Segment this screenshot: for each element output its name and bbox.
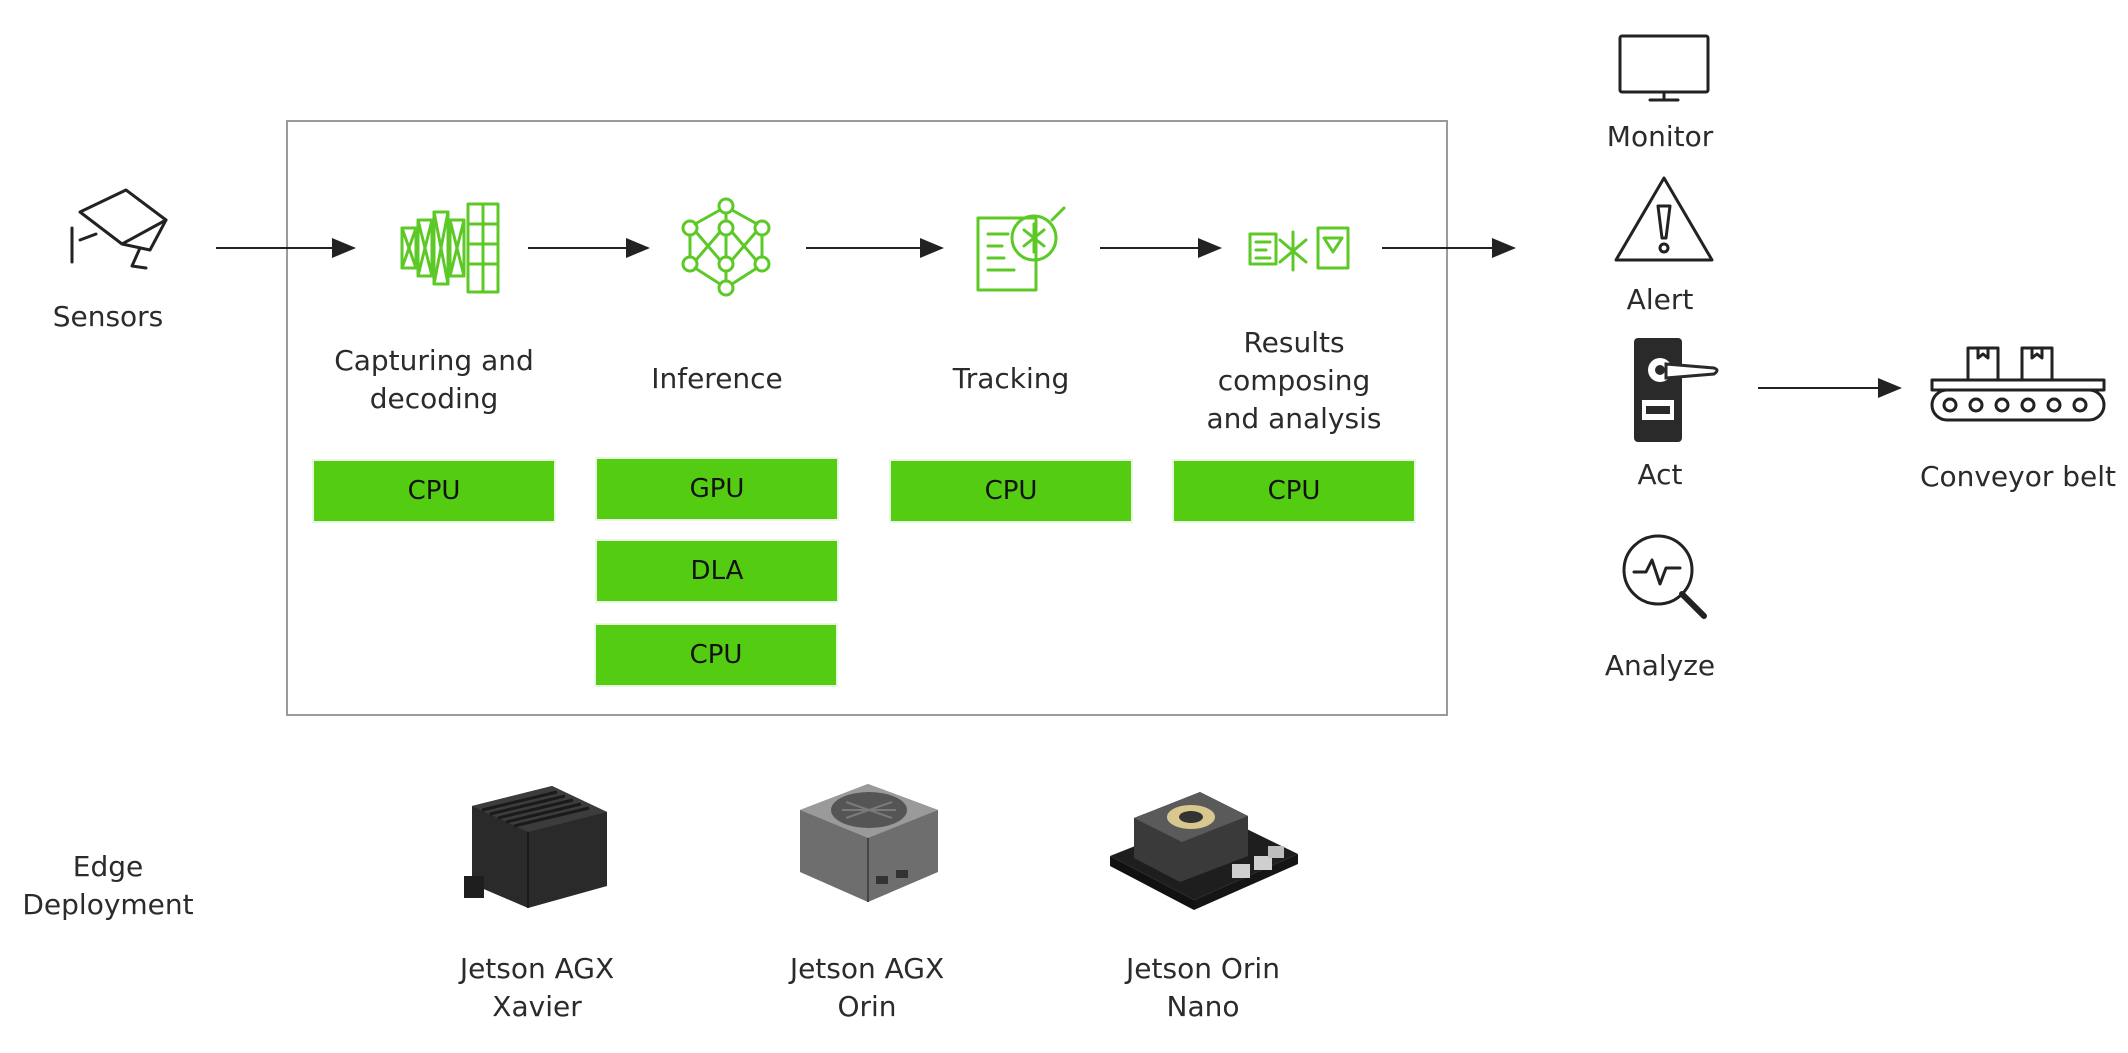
processor-chip-cpu: CPU — [314, 461, 554, 521]
analyze-magnifier-icon — [1622, 534, 1707, 619]
monitor-icon — [1618, 34, 1710, 102]
jetson-orin-nano-device — [1110, 792, 1298, 910]
processor-chip-cpu: CPU — [891, 461, 1131, 521]
security-camera-icon — [70, 188, 168, 270]
processor-chip-cpu: CPU — [596, 625, 836, 685]
jetson-agx-orin-device — [800, 784, 938, 902]
alert-label: Alert — [1626, 283, 1694, 316]
stage-label-tracking: Tracking — [952, 362, 1070, 395]
edge-deployment-label: Edge Deployment — [22, 850, 194, 921]
sensors-label: Sensors — [52, 300, 164, 333]
jetson-orin-nano-label: Jetson Orin Nano — [1126, 952, 1280, 1023]
stage-label-inference: Inference — [651, 362, 783, 395]
conveyor-belt-icon — [1930, 346, 2106, 422]
analyze-label: Analyze — [1604, 649, 1716, 682]
capture-decode-icon — [400, 202, 500, 294]
jetson-agx-xavier-device — [464, 786, 607, 908]
conveyor-belt-label: Conveyor belt — [1919, 460, 2117, 493]
monitor-label: Monitor — [1606, 120, 1714, 153]
pipeline-container — [286, 120, 1448, 716]
stage-label-results: Results composing and analysis — [1206, 326, 1382, 435]
alert-icon — [1614, 176, 1714, 262]
stage-label-capturing: Capturing and decoding — [334, 344, 534, 415]
jetson-agx-xavier-label: Jetson AGX Xavier — [459, 952, 615, 1023]
neural-network-icon — [681, 197, 771, 297]
processor-chip-cpu: CPU — [1174, 461, 1414, 521]
processor-chip-dla: DLA — [597, 541, 837, 601]
results-analysis-icon — [1248, 226, 1350, 272]
processor-chip-gpu: GPU — [597, 459, 837, 519]
tracking-icon — [976, 206, 1066, 292]
act-label: Act — [1637, 458, 1683, 491]
jetson-agx-orin-label: Jetson AGX Orin — [789, 952, 945, 1023]
servo-actuator-icon — [1634, 338, 1719, 442]
